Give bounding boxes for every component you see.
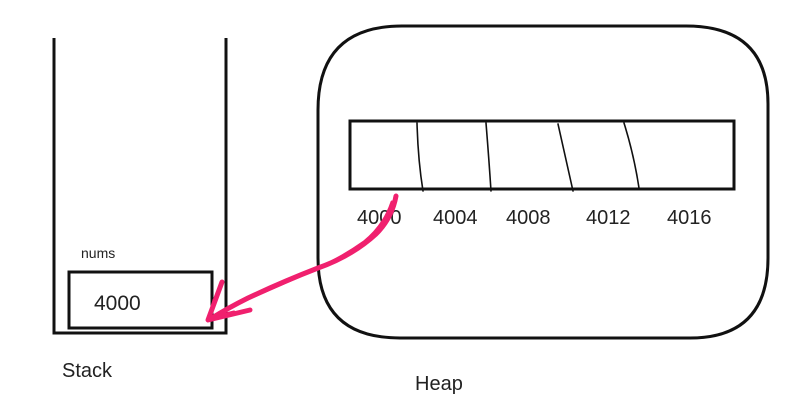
pointer-arrow-shaft-overstroke	[230, 200, 394, 308]
stack-variable-cell	[67, 270, 214, 330]
stack-outline	[52, 38, 228, 335]
array-divider	[557, 123, 574, 192]
stack-frame	[52, 38, 228, 335]
stack-title: Stack	[62, 360, 113, 382]
stack-variable-value: 4000	[94, 292, 141, 315]
heap-array-dividers	[416, 122, 640, 192]
heap-array	[348, 119, 736, 191]
heap-address-labels: 4000 4004 4008 4012 4016	[357, 207, 712, 229]
heap-address: 4004	[433, 207, 478, 229]
array-divider	[623, 122, 640, 189]
heap-address: 4008	[506, 207, 551, 229]
array-divider	[416, 122, 424, 192]
array-divider	[485, 122, 492, 192]
heap-title: Heap	[415, 373, 463, 395]
pointer-arrow-head-scribble	[208, 298, 236, 320]
heap-address: 4012	[586, 207, 631, 229]
stack-variable-name: nums	[81, 245, 115, 261]
pointer-arrow-head	[205, 279, 253, 323]
heap-region	[316, 24, 770, 340]
pointer-arrow	[205, 193, 399, 323]
heap-address: 4016	[667, 207, 712, 229]
